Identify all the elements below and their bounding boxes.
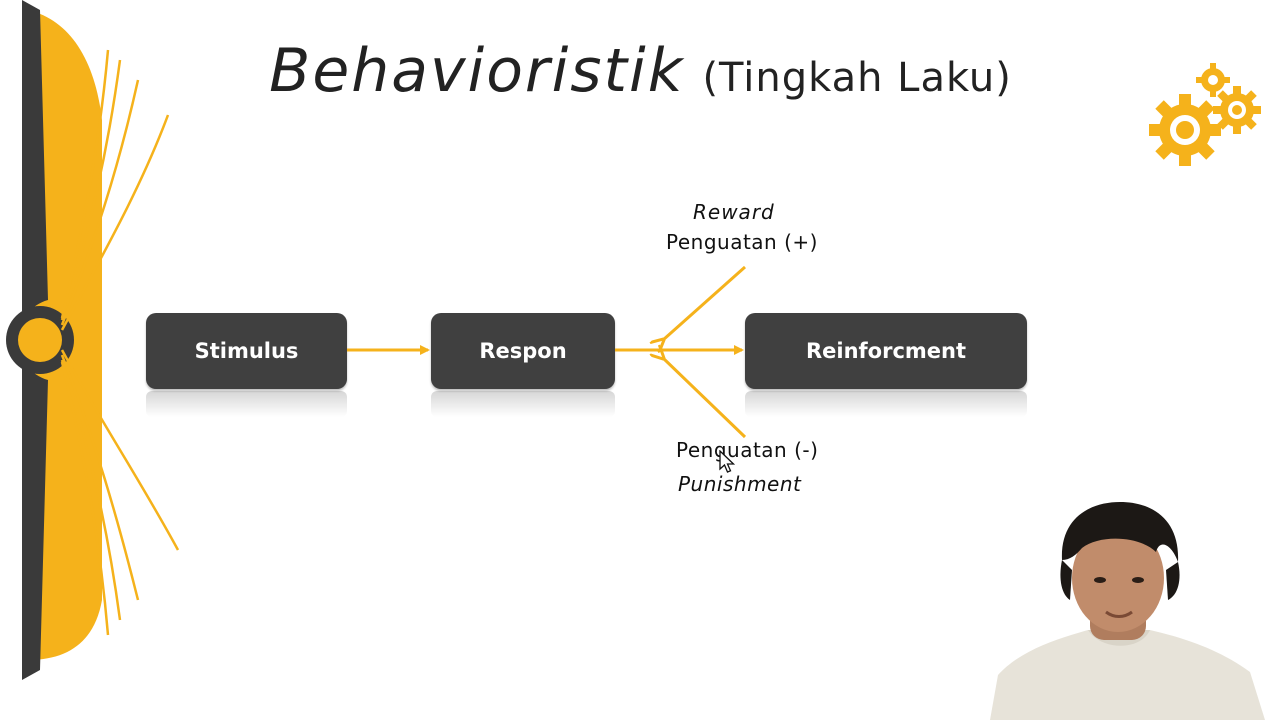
presenter-video xyxy=(990,502,1265,720)
gears-icon xyxy=(1149,63,1261,166)
open-book-icon xyxy=(6,0,180,680)
stimulus-box: Stimulus xyxy=(146,313,347,389)
arrow-punishment xyxy=(663,358,747,439)
mouse-cursor-icon xyxy=(719,450,736,473)
stimulus-label: Stimulus xyxy=(194,339,299,363)
reinforcment-label: Reinforcment xyxy=(805,339,967,363)
positive-reinforcement-label: Penguatan (+) xyxy=(666,230,818,254)
reinforcment-box: Reinforcment xyxy=(745,313,1027,389)
reward-label: Reward xyxy=(693,200,775,224)
slide-title: Behavioristik (Tingkah Laku) xyxy=(0,36,1280,106)
punishment-label: Punishment xyxy=(678,472,802,496)
reinforcment-reflection xyxy=(745,391,1027,417)
title-main: Behavioristik xyxy=(269,36,685,106)
title-sub: (Tingkah Laku) xyxy=(702,55,1012,101)
negative-reinforcement-label: Penguatan (-) xyxy=(676,438,819,462)
arrow-reward xyxy=(663,265,746,340)
respon-reflection xyxy=(431,391,615,417)
respon-label: Respon xyxy=(479,339,567,363)
respon-box: Respon xyxy=(431,313,615,389)
stimulus-reflection xyxy=(146,391,347,417)
